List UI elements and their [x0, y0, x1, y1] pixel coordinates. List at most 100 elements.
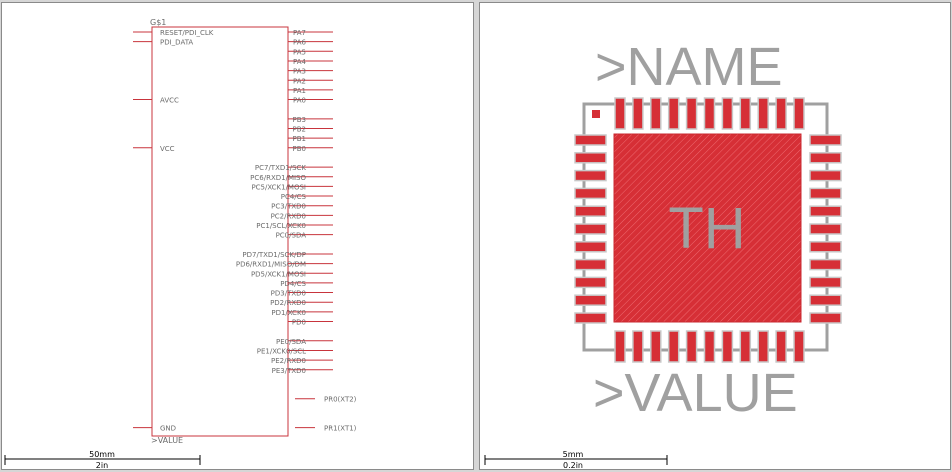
footprint-panel[interactable]: >NAME TH >VALUE 5mm 0.2in: [479, 2, 951, 470]
right-pin: PA0: [288, 97, 333, 105]
right-pin: PC1/SCL/XCK0: [256, 222, 333, 230]
scale-bar: 50mm 2in: [4, 450, 201, 469]
pin1-marker: [592, 110, 600, 118]
right-pin: PD7/TXD1/SCK/DP: [242, 251, 333, 259]
smd-pad: [614, 97, 626, 130]
name-label: >NAME: [595, 37, 783, 97]
pin-label: PA2: [293, 77, 306, 85]
left-pin: RESET/PDI_CLK: [133, 29, 214, 37]
scale-metric-fp: 5mm: [563, 450, 584, 459]
smd-pad: [809, 205, 842, 217]
pin-label: PA4: [293, 58, 307, 66]
pin-label: PC6/RXD1/MISO: [250, 174, 306, 182]
pin-label: PB2: [293, 126, 306, 134]
smd-pad: [809, 152, 842, 164]
right-pin: PA1: [288, 87, 333, 95]
pin-label: PDI_DATA: [160, 39, 193, 47]
smd-pad: [703, 330, 716, 363]
right-pin: PA4: [288, 58, 333, 66]
smd-pad: [614, 330, 626, 363]
right-pin: PC6/RXD1/MISO: [250, 174, 333, 182]
right-pin: PD6/RXD1/MISO/DM: [236, 261, 333, 269]
scale-metric: 50mm: [89, 450, 115, 459]
thermal-pad: [613, 133, 802, 323]
smd-pad: [574, 258, 607, 271]
right-pin: PC4/CS: [281, 193, 333, 201]
pin-label: PC4/CS: [281, 193, 307, 201]
pin-label: PC0/SDA: [276, 232, 307, 240]
smd-pad: [809, 241, 842, 253]
pin-label: PA6: [293, 39, 307, 47]
pin-label: PB0: [293, 145, 306, 153]
smd-pad: [574, 294, 607, 306]
smd-pad: [721, 330, 734, 363]
smd-pad: [685, 97, 698, 130]
smd-pad: [574, 312, 607, 324]
footprint-canvas: >NAME TH >VALUE 5mm 0.2in: [484, 37, 842, 469]
right-pin: PA6: [288, 39, 333, 47]
scale-imperial-fp: 0.2in: [563, 461, 583, 469]
smd-pad: [721, 97, 734, 130]
right-pin: PC2/RXD0: [271, 212, 333, 220]
pin-label: PC5/XCK1/MOSI: [251, 183, 306, 191]
value-label: >VALUE: [151, 436, 183, 445]
smd-pad: [757, 97, 769, 130]
pin-label: PE3/TXD0: [272, 367, 306, 375]
smd-pad: [574, 187, 607, 200]
pads: [574, 97, 842, 363]
pin-label: PC1/SCL/XCK0: [256, 222, 306, 230]
smd-pad: [757, 330, 769, 363]
right-pin: PR0(XT2): [295, 396, 357, 404]
smd-pad: [650, 330, 662, 363]
smd-pad: [739, 97, 752, 130]
smd-pad: [703, 97, 716, 130]
smd-pad: [809, 134, 842, 146]
pin-label: PD2/RXD0: [270, 299, 306, 307]
smd-pad: [809, 276, 842, 289]
smd-pad: [574, 134, 607, 146]
pin-label: PR0(XT2): [324, 396, 357, 404]
value-label-fp: >VALUE: [593, 363, 798, 423]
right-pin: PE2/RXD0: [271, 357, 333, 365]
left-pin: AVCC: [133, 97, 179, 105]
smd-pad: [793, 97, 805, 130]
pin-label: PB3: [293, 116, 306, 124]
scale-imperial: 2in: [96, 461, 108, 469]
right-pin: PC5/XCK1/MOSI: [251, 183, 333, 191]
left-pin: VCC: [133, 145, 175, 153]
left-pin: PDI_DATA: [133, 39, 193, 47]
pin-label: VCC: [160, 145, 175, 153]
symbol-body: [151, 26, 289, 437]
right-pin: PA7: [288, 29, 333, 37]
pin-label: AVCC: [160, 97, 179, 105]
pin-label: PD1/XCK0: [271, 309, 306, 317]
right-pin: PA2: [288, 77, 333, 85]
right-pin: PA5: [288, 48, 333, 56]
smd-pad: [809, 294, 842, 306]
smd-pad: [809, 169, 842, 182]
right-pin: PB0: [288, 145, 333, 153]
right-pin: PE1/XCK0/SCL: [257, 347, 333, 355]
smd-pad: [574, 223, 607, 235]
smd-pad: [574, 169, 607, 182]
pin-label: PD4/CS: [280, 280, 306, 288]
smd-pad: [667, 330, 680, 363]
pin-label: PD6/RXD1/MISO/DM: [236, 261, 306, 269]
smd-pad: [809, 258, 842, 271]
right-pin: PE0/SDA: [276, 338, 333, 346]
right-pin: PD5/XCK1/MOSI: [251, 270, 333, 278]
gate-name: G$1: [150, 18, 166, 27]
right-pin: PB2: [288, 126, 333, 134]
right-pin: PR1(XT1): [295, 425, 357, 433]
smd-pad: [574, 205, 607, 217]
pin-label: PA3: [293, 68, 306, 76]
right-pin: PD1/XCK0: [271, 309, 333, 317]
pin-label: PC3/TXD0: [271, 203, 306, 211]
smd-pad: [809, 187, 842, 200]
right-pin: PD0: [288, 319, 333, 327]
right-pin: PA3: [288, 68, 333, 76]
pin-label: PE2/RXD0: [271, 357, 306, 365]
smd-pad: [574, 276, 607, 289]
